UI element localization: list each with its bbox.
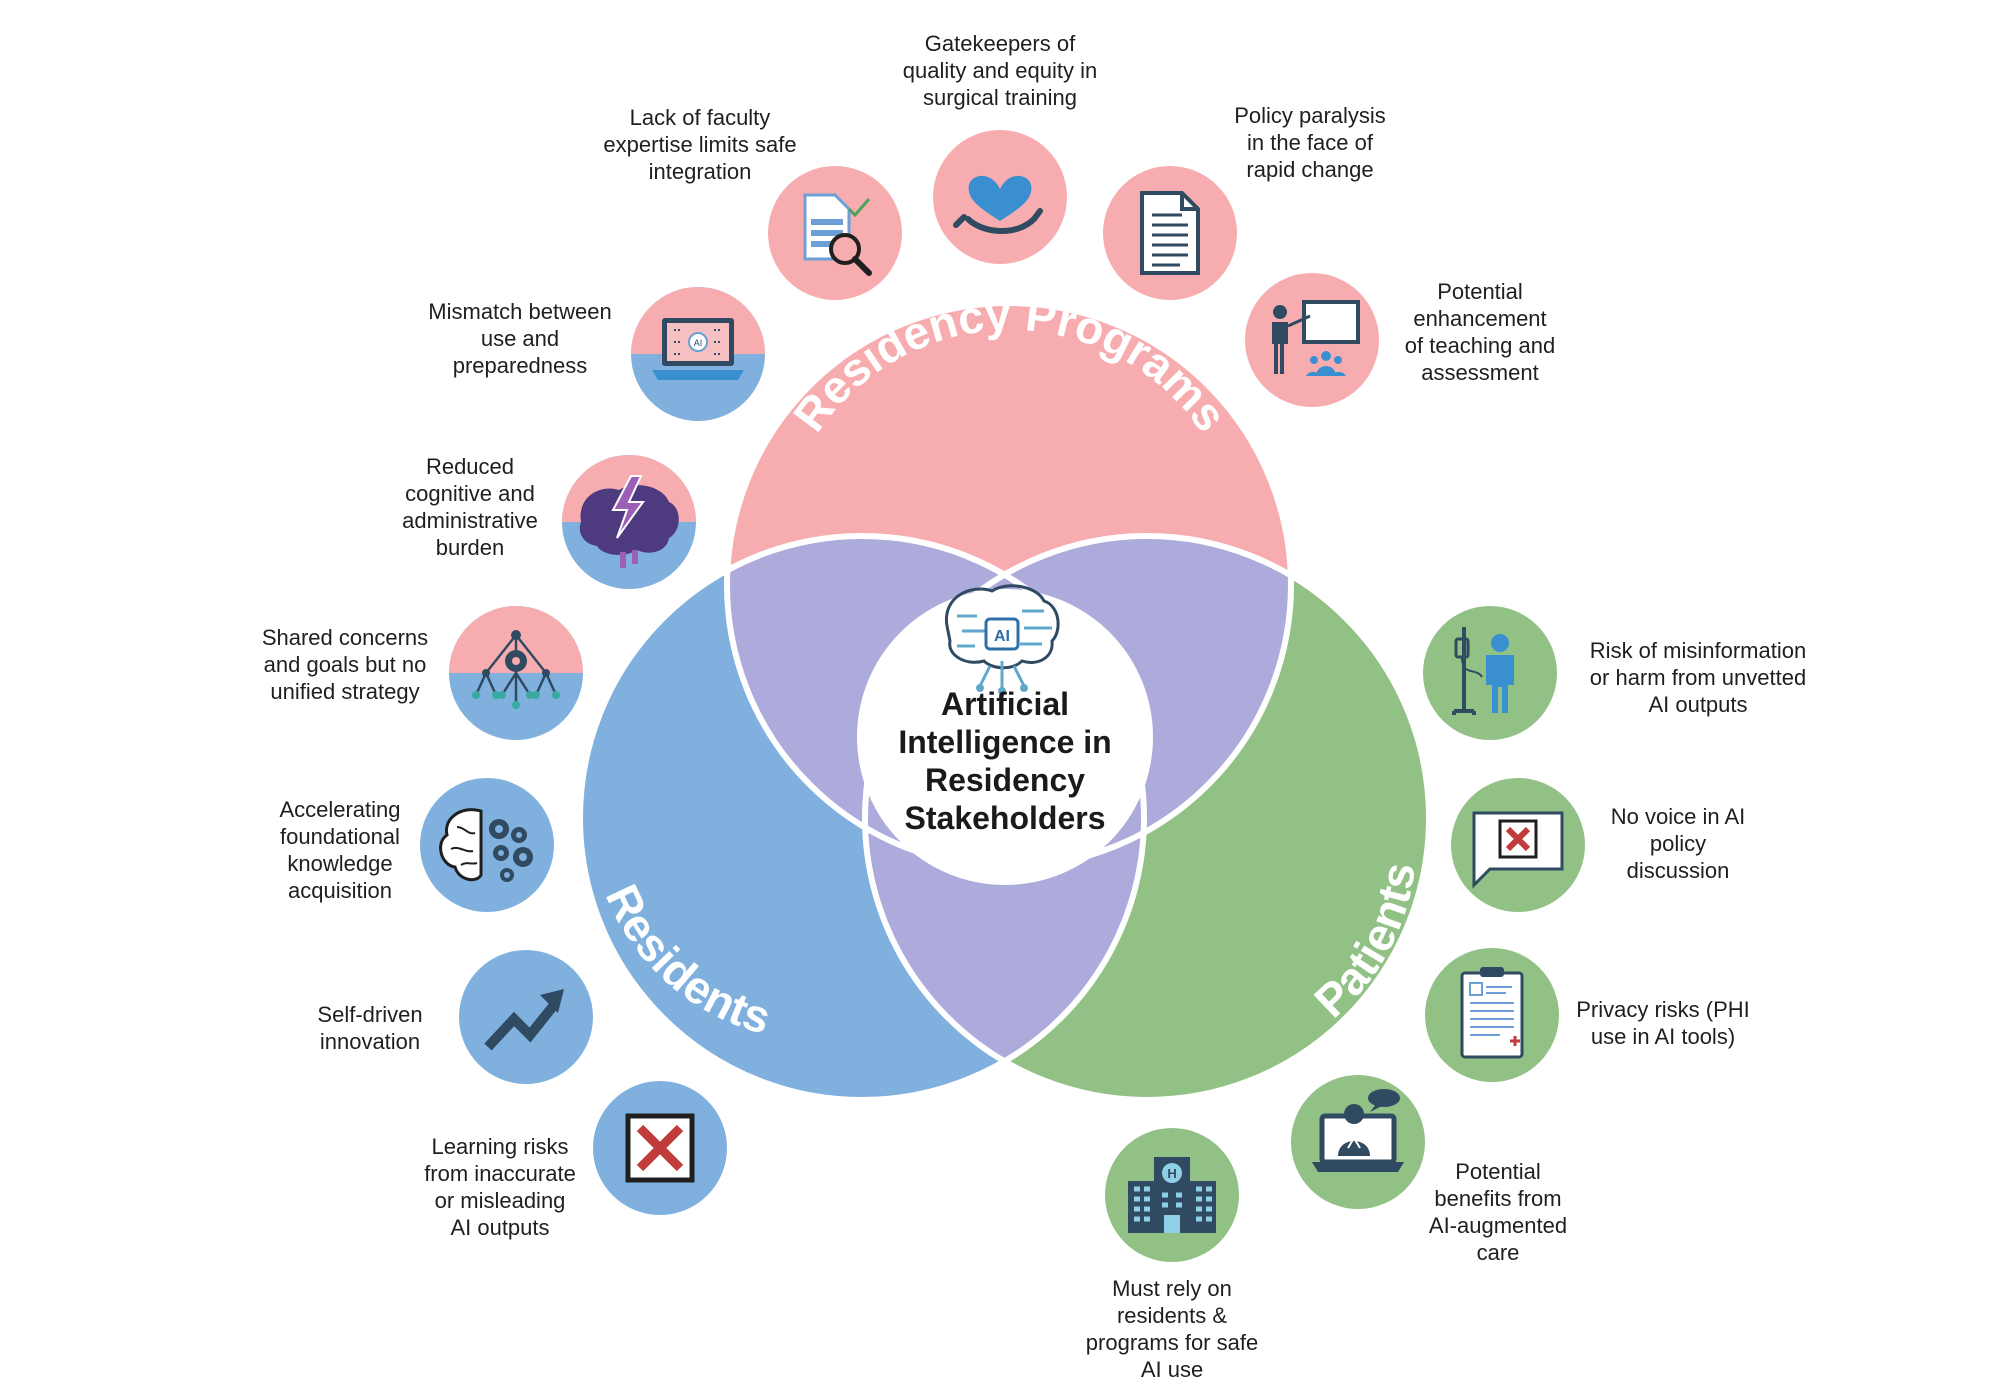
label-privacy-risks: Privacy risks (PHI use in AI tools) — [1576, 997, 1750, 1049]
patient-iv-icon — [1452, 627, 1514, 715]
label-shared-concerns: Shared concerns and goals but no unified… — [261, 625, 429, 704]
center-circle — [857, 589, 1153, 885]
icon-circle-clipboard — [1425, 948, 1559, 1082]
trend-up-icon — [484, 989, 564, 1051]
network-gear-icon — [472, 630, 560, 709]
ai-laptop-icon: AI — [652, 318, 744, 380]
label-misinformation-risk: Risk of misinformation or harm from unve… — [1589, 638, 1807, 717]
icon-circle-telehealth — [1291, 1075, 1425, 1209]
label-reduced-burden: Reduced cognitive and administrative bur… — [402, 454, 538, 560]
telehealth-icon — [1312, 1089, 1404, 1172]
icon-circle-document — [1103, 166, 1237, 300]
teacher-board-icon — [1272, 300, 1360, 376]
icon-circle-network-gear — [449, 606, 583, 740]
label-accelerating-knowledge: Accelerating foundational knowledge acqu… — [279, 797, 401, 903]
label-mismatch: Mismatch between use and preparedness — [428, 299, 612, 378]
icon-circle-speech-x — [1451, 778, 1585, 912]
icon-circle-hospital: H — [1105, 1128, 1239, 1262]
icon-circle-patient-iv — [1423, 606, 1557, 740]
icon-circle-brain-gears — [420, 778, 554, 912]
label-gatekeepers: Gatekeepers of quality and equity in sur… — [902, 31, 1098, 110]
svg-text:H: H — [1167, 1166, 1176, 1181]
icon-circle-trend-up — [459, 950, 593, 1084]
label-ai-augmented-care: Potential benefits from AI-augmented car… — [1428, 1159, 1568, 1265]
brain-lightning-icon — [579, 475, 679, 568]
icon-circle-brain-lightning — [562, 455, 696, 589]
document-icon — [1140, 191, 1200, 275]
icon-circle-document-search — [768, 166, 902, 300]
speech-x-icon — [1472, 811, 1564, 889]
heart-hand-icon — [953, 175, 1043, 235]
label-lack-faculty-expertise: Lack of faculty expertise limits safe in… — [603, 105, 797, 184]
icon-circle-heart-hand — [933, 130, 1067, 264]
label-self-driven-innovation: Self-driven innovation — [317, 1002, 423, 1054]
hospital-icon: H — [1128, 1157, 1216, 1233]
document-search-icon — [803, 193, 872, 276]
svg-text:AI: AI — [994, 628, 1010, 645]
label-teaching-assessment: Potential enhancement of teaching and as… — [1404, 279, 1556, 385]
label-policy-paralysis: Policy paralysis in the face of rapid ch… — [1234, 103, 1386, 182]
error-box-icon — [625, 1113, 695, 1183]
clipboard-icon — [1460, 967, 1524, 1059]
brain-gears-icon — [439, 808, 533, 882]
label-rely-on-residents: Must rely on residents & programs for sa… — [1085, 1276, 1259, 1382]
center-title: Artificial Intelligence in Residency Sta… — [898, 686, 1112, 836]
icon-circle-error-box — [593, 1081, 727, 1215]
label-no-voice: No voice in AI policy discussion — [1610, 804, 1746, 883]
ai-brain-icon: AI — [945, 584, 1060, 695]
icon-circle-ai-laptop: AI — [631, 287, 765, 421]
icon-circle-teacher-board — [1245, 273, 1379, 407]
label-learning-risks: Learning risks from inaccurate or mislea… — [424, 1134, 576, 1240]
svg-text:AI: AI — [694, 338, 703, 348]
